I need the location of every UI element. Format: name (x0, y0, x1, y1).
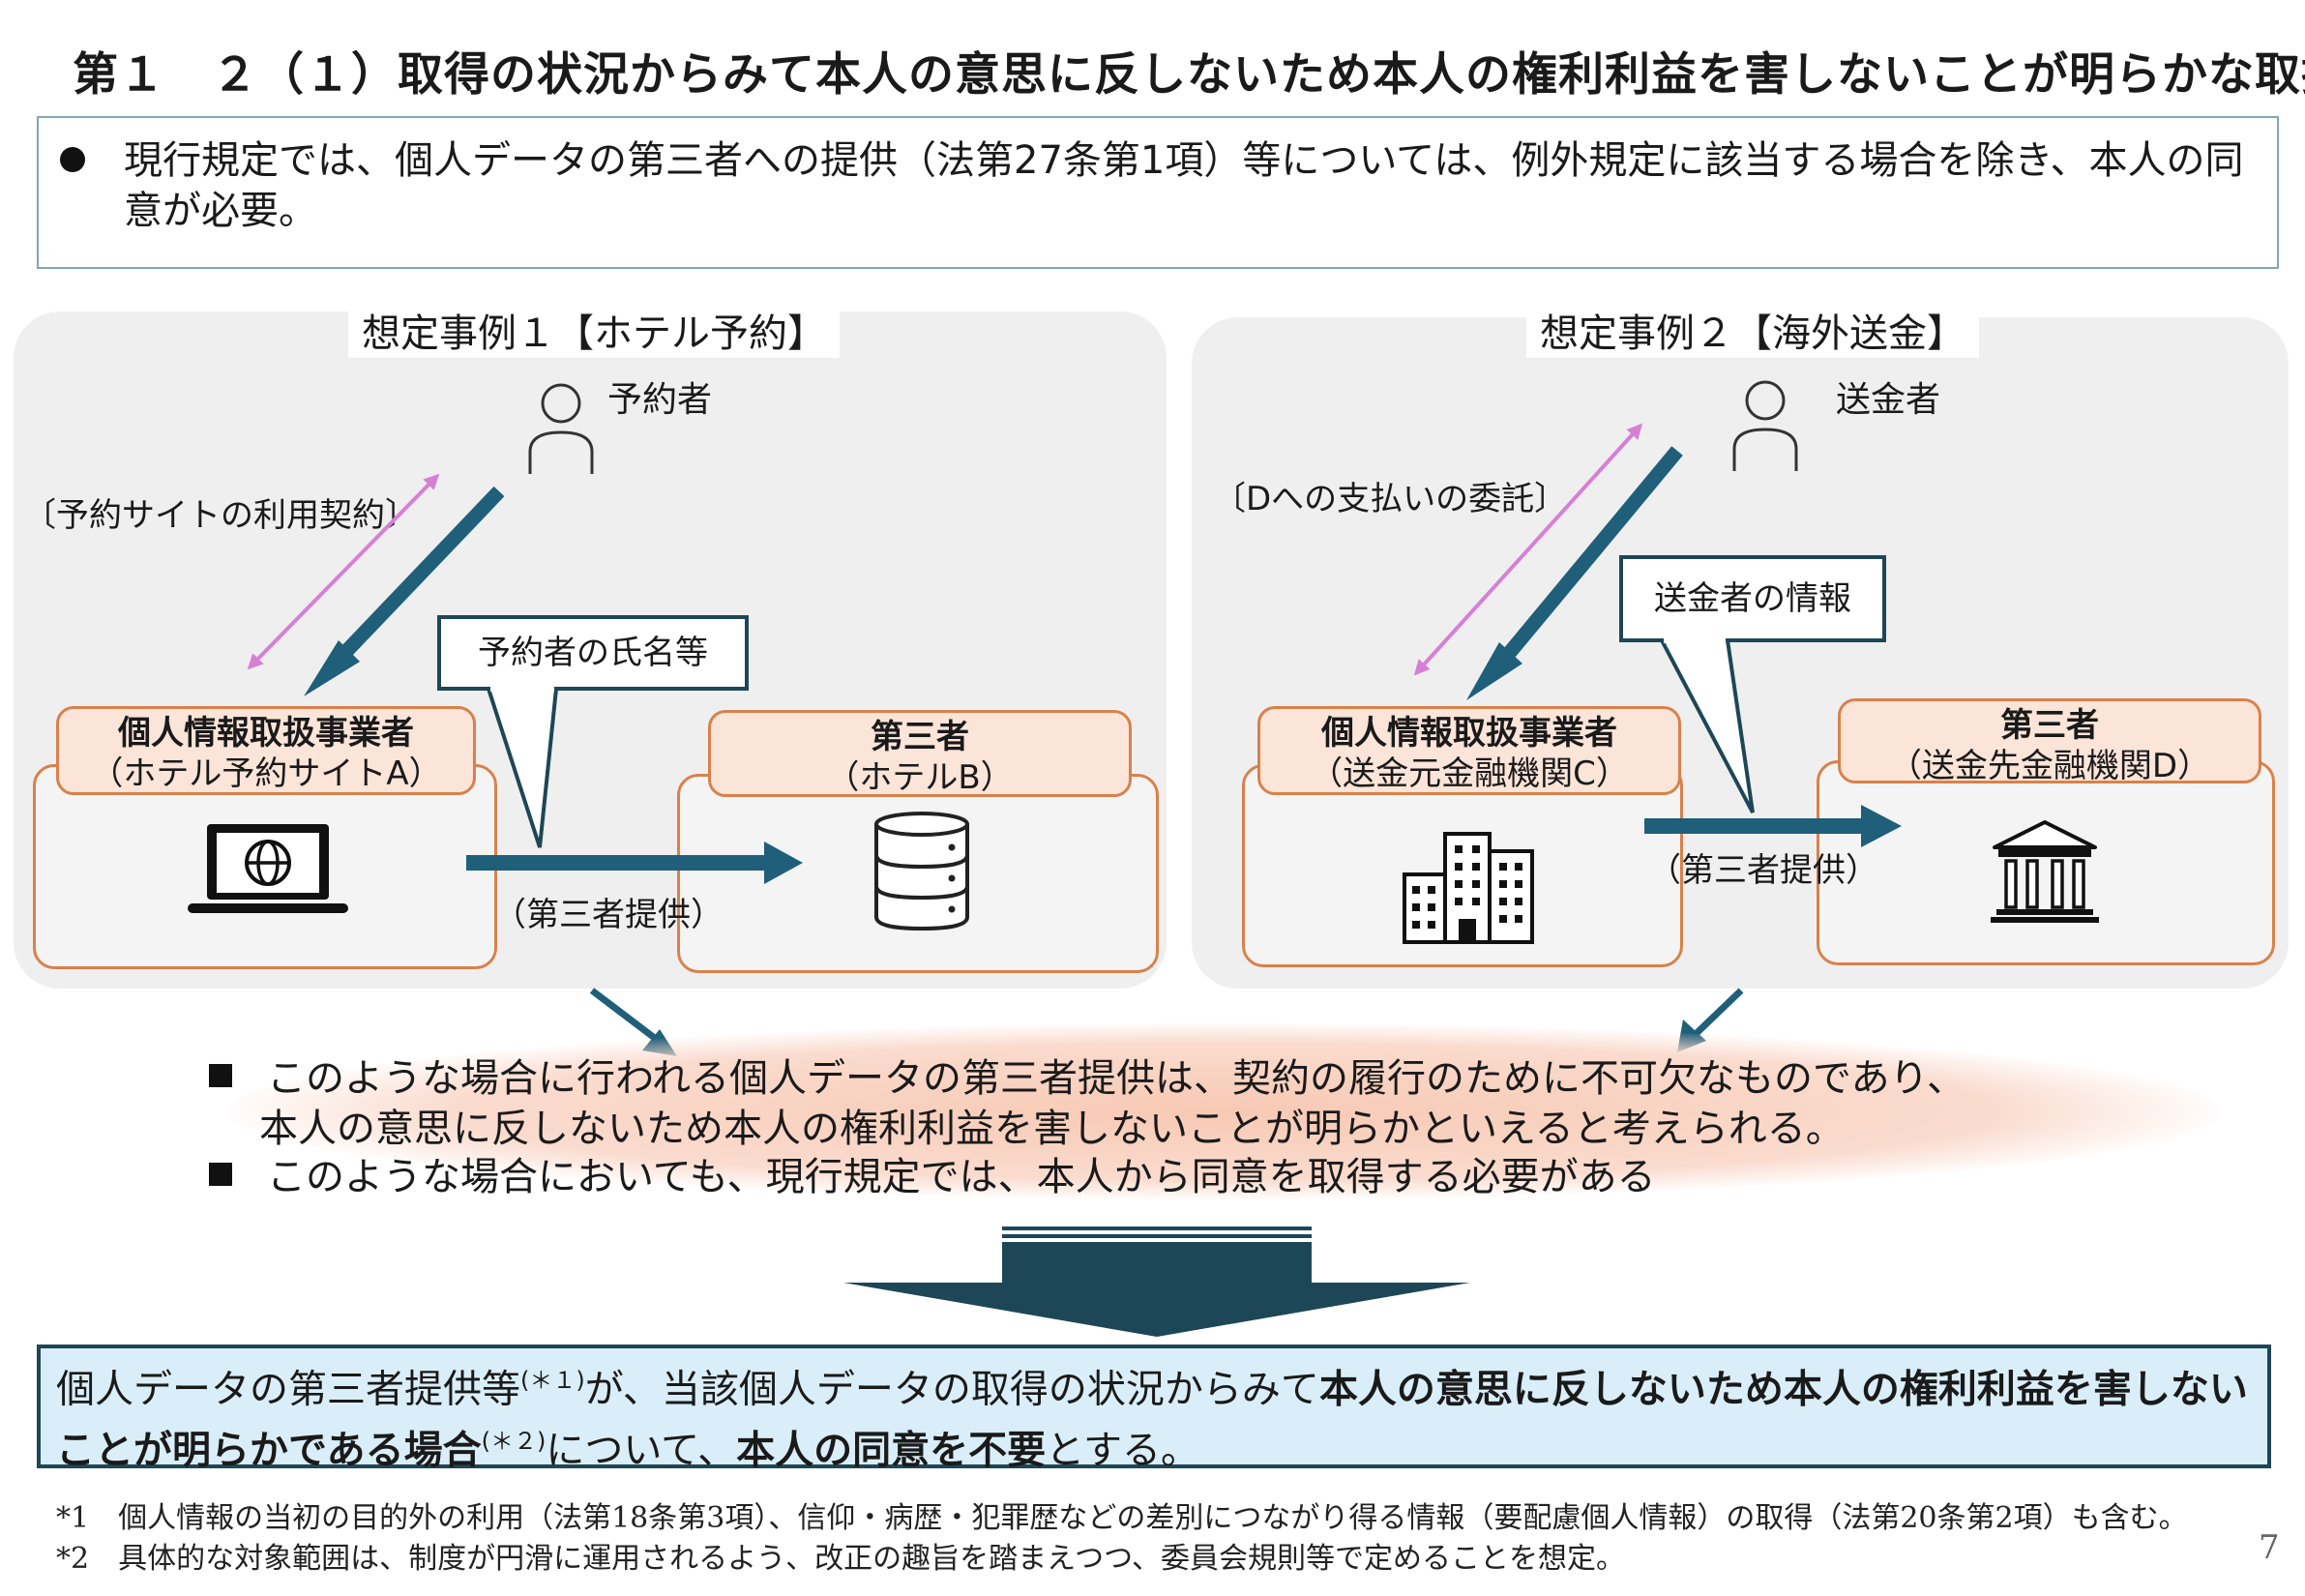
case1-title: 想定事例１【ホテル予約】 (348, 302, 840, 358)
case1-operator-sub: （ホテル予約サイトA） (90, 754, 442, 793)
case2-operator-name: 個人情報取扱事業者 (1321, 714, 1617, 753)
case2-operator-tab: 個人情報取扱事業者 （送金元金融機関C） (1257, 706, 1681, 795)
case1-third-sub: （ホテルB） (826, 758, 1014, 797)
page-number: 7 (2259, 1528, 2280, 1567)
intro-box (37, 116, 2279, 269)
case1-third-name: 第三者 (871, 718, 969, 756)
conclusion-part2: が、当該個人データの取得の状況からみて (584, 1367, 1319, 1412)
bank-icon (1991, 820, 2099, 923)
conclusion-text: 個人データの第三者提供等(＊１)が、当該個人データの取得の状況からみて本人の意思… (56, 1354, 2252, 1477)
big-down-arrow (843, 1227, 1470, 1337)
conclusion-box (37, 1345, 2271, 1468)
bullet1-line2: 本人の意思に反しないため本人の権利利益を害しないことが明らかといえると考えられる… (259, 1107, 1845, 1151)
case2-flow-label: （第三者提供） (1648, 851, 1878, 890)
case1-callout: 予約者の氏名等 (437, 615, 749, 691)
laptop-globe-icon (188, 824, 348, 913)
footnote-1: *1 個人情報の当初の目的外の利用（法第18条第3項）、信仰・病歴・犯罪歴などの… (56, 1501, 2188, 1535)
square-bullet-icon (209, 1163, 232, 1186)
case1-operator-name: 個人情報取扱事業者 (118, 714, 414, 753)
conclusion-part4: とする。 (1046, 1428, 1199, 1473)
footnote-2: *2 具体的な対象範囲は、制度が円滑に運用されるよう、改正の趣旨を踏まえつつ、委… (56, 1542, 1625, 1576)
case2-callout: 送金者の情報 (1619, 555, 1886, 642)
highlight-ellipse (227, 1023, 2220, 1199)
person-icon (1732, 380, 1798, 471)
case2-operator-sub: （送金元金融機関C） (1310, 754, 1629, 793)
case1-flow-label: （第三者提供） (493, 896, 724, 934)
page-title: 第１ ２（１）取得の状況からみて本人の意思に反しないため本人の権利利益を害しない… (73, 48, 2305, 102)
person-icon (528, 383, 594, 474)
intro-text: 現行規定では、個人データの第三者への提供（法第27条第1項）等については、例外規… (124, 138, 2244, 233)
conclusion-note1: (＊１) (520, 1367, 585, 1394)
case1-contract-label: 〔予約サイトの利用契約〕 (23, 496, 418, 535)
case2-third-name: 第三者 (2000, 706, 2099, 745)
case2-third-box (1817, 760, 2275, 965)
case2-person-label: 送金者 (1836, 380, 1941, 420)
bullet2-text: このような場合においても、現行規定では、本人から同意を取得する必要がある (267, 1155, 1656, 1199)
conclusion-bold2: 本人の同意を不要 (736, 1428, 1047, 1473)
square-bullet-icon (209, 1064, 232, 1087)
case1-third-tab: 第三者 （ホテルB） (708, 710, 1132, 797)
conclusion-note2: (＊２) (481, 1428, 547, 1456)
case2-third-sub: （送金先金融機関D） (1888, 747, 2211, 785)
conclusion-bold1: 本人の意思に反しないため本人の権利利益を害しないことが明らかである場合 (56, 1367, 2248, 1473)
conclusion-part3: について、 (546, 1428, 737, 1473)
bullet1-line1: このような場合に行われる個人データの第三者提供は、契約の履行のために不可欠なもの… (267, 1056, 1965, 1101)
case2-title: 想定事例２【海外送金】 (1526, 302, 1979, 358)
case1-operator-tab: 個人情報取扱事業者 （ホテル予約サイトA） (56, 706, 476, 795)
case2-contract-label: 〔Dへの支払いの委託〕 (1213, 480, 1568, 518)
case1-person-label: 予約者 (607, 380, 713, 420)
case2-third-tab: 第三者 （送金先金融機関D） (1838, 698, 2261, 785)
bullet-dot-icon (60, 147, 85, 172)
office-building-icon (1403, 832, 1534, 944)
database-icon (874, 812, 969, 931)
conclusion-part1: 個人データの第三者提供等 (56, 1367, 520, 1412)
